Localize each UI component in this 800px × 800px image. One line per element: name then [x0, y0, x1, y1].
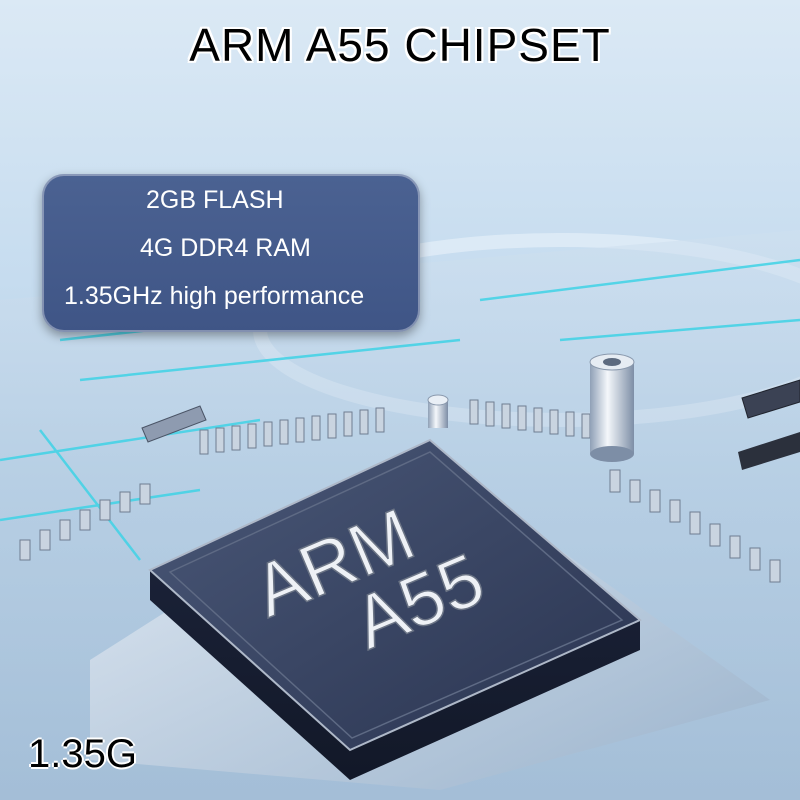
- capacitor-component: [741, 379, 800, 419]
- resistor-component: [141, 405, 207, 443]
- chip-top: [148, 438, 642, 752]
- pin-row-back: [199, 399, 591, 455]
- pin-row-left: [19, 483, 151, 561]
- spec-flash: 2GB FLASH: [146, 186, 284, 214]
- capacitor-component-2: [738, 432, 800, 470]
- spec-card: 2GB FLASH 4G DDR4 RAM 1.35GHz high perfo…: [42, 174, 420, 332]
- spec-ram: 4G DDR4 RAM: [140, 234, 311, 262]
- headline: ARM A55 CHIPSET: [189, 19, 611, 71]
- small-screw: [427, 394, 449, 428]
- chip-top-inset: [168, 451, 624, 739]
- spec-performance: 1.35GHz high performance: [64, 282, 365, 310]
- frequency-label: 1.35G: [28, 732, 137, 776]
- standoff-cylinder: [589, 353, 635, 462]
- pin-row-right: [609, 469, 781, 583]
